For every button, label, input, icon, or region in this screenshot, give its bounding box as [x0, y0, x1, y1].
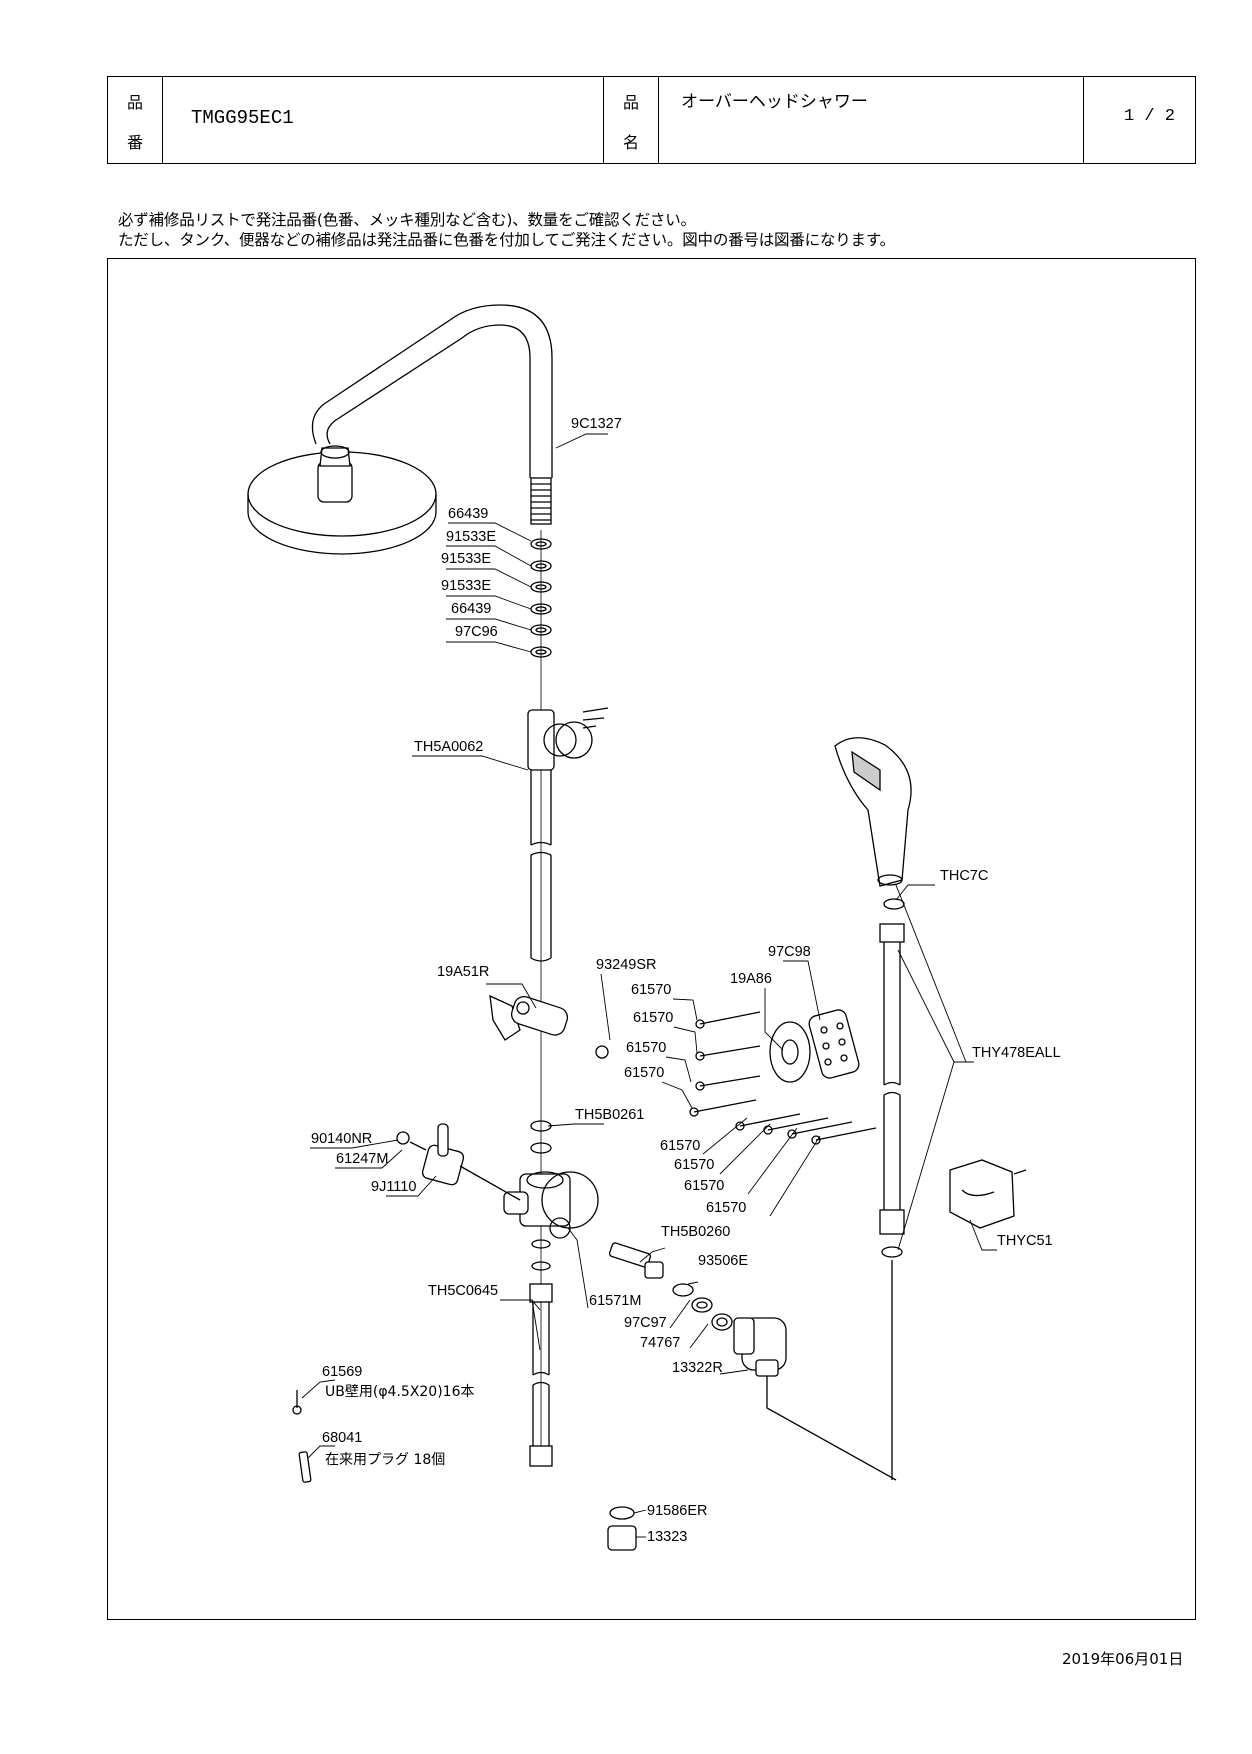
label-61570-f: 61570 [674, 1157, 714, 1173]
screw-61569 [292, 1390, 302, 1415]
label-97C96: 97C96 [455, 624, 498, 640]
label-90140NR: 90140NR [311, 1131, 372, 1147]
riser-pipe [527, 707, 609, 962]
thread [529, 448, 553, 525]
label-66439-a: 66439 [448, 506, 488, 522]
label-TH5A0062: TH5A0062 [414, 739, 483, 755]
bottom-hose [529, 1261, 553, 1467]
shower-holder [949, 1159, 1027, 1229]
label-91533E-c: 91533E [441, 578, 491, 594]
label-97C97: 97C97 [624, 1315, 667, 1331]
notice-line-1: 必ず補修品リストで発注品番(色番、メッキ種別など含む)、数量をご確認ください。 [118, 211, 696, 229]
hand-shower [834, 737, 912, 910]
note-68041: 在来用プラグ 18個 [325, 1452, 445, 1468]
page-cell: 1 / 2 [1084, 77, 1195, 163]
label-61570-g: 61570 [684, 1178, 724, 1194]
label-61247M: 61247M [336, 1151, 388, 1167]
cartridge [608, 1242, 733, 1331]
note-61569: UB壁用(φ4.5X20)16本 [325, 1384, 475, 1400]
label-THC7C: THC7C [940, 868, 988, 884]
label-93506E: 93506E [698, 1253, 748, 1269]
label-61569: 61569 [322, 1364, 362, 1380]
flexible-hose [879, 923, 905, 1480]
part-name: オーバーヘッドシャワー [681, 92, 868, 112]
part-name-label-2: 名 [623, 133, 640, 152]
label-9J1110: 9J1110 [371, 1179, 416, 1195]
label-97C98: 97C98 [768, 944, 811, 960]
label-61570-e: 61570 [660, 1138, 700, 1154]
issue-date: 2019年06月01日 [1062, 1650, 1184, 1668]
diverter-handle [396, 1123, 521, 1201]
label-91533E-a: 91533E [446, 529, 496, 545]
label-91586ER: 91586ER [647, 1503, 707, 1519]
label-TH5C0645: TH5C0645 [428, 1283, 498, 1299]
label-61570-d: 61570 [624, 1065, 664, 1081]
label-91533E-b: 91533E [441, 551, 491, 567]
label-61570-a: 61570 [631, 982, 671, 998]
page-number: 1 / 2 [1124, 107, 1176, 126]
label-9C1327: 9C1327 [571, 416, 622, 432]
part-no-cell: TMGG95EC1 [163, 77, 604, 163]
label-61571M: 61571M [589, 1293, 641, 1309]
overhead-arm [311, 304, 553, 525]
label-THYC51: THYC51 [997, 1233, 1053, 1249]
part-no-label-1: 品 [127, 93, 144, 112]
label-19A86: 19A86 [730, 971, 772, 987]
label-13323: 13323 [647, 1529, 687, 1545]
label-TH5B0261: TH5B0261 [575, 1107, 644, 1123]
part-name-label-1: 品 [623, 93, 640, 112]
label-66439-b: 66439 [451, 601, 491, 617]
title-block: 品 番 TMGG95EC1 品 名 オーバーヘッドシャワー 1 / 2 [107, 76, 1196, 164]
slide-bracket [489, 994, 609, 1059]
label-19A51R: 19A51R [437, 964, 489, 980]
label-74767: 74767 [640, 1335, 680, 1351]
leader-lines [301, 433, 997, 1538]
shower-head [247, 445, 437, 555]
plug-68041 [298, 1451, 312, 1483]
part-name-cell: オーバーヘッドシャワー [659, 77, 1084, 163]
part-no-label-cell: 品 番 [108, 77, 163, 163]
wall-flange [769, 1009, 860, 1083]
part-labels: 9C1327 66439 91533E 91533E 91533E 66439 … [311, 416, 1061, 1545]
elbow-connector [733, 1317, 897, 1481]
part-no-label-2: 番 [127, 133, 144, 152]
fitting-13323 [607, 1506, 637, 1551]
label-68041: 68041 [322, 1430, 362, 1446]
label-93249SR: 93249SR [596, 957, 656, 973]
label-61570-b: 61570 [633, 1010, 673, 1026]
screws-upper [689, 1011, 761, 1117]
diagram-frame [107, 258, 1196, 1620]
diverter-body [503, 1120, 599, 1249]
notice-line-2: ただし、タンク、便器などの補修品は発注品番に色番を付加してご発注ください。図中の… [118, 231, 895, 249]
label-TH5B0260: TH5B0260 [661, 1224, 730, 1240]
part-number: TMGG95EC1 [191, 107, 294, 129]
label-61570-c: 61570 [626, 1040, 666, 1056]
label-13322R: 13322R [672, 1360, 723, 1376]
screws-lower [735, 1113, 877, 1145]
label-61570-h: 61570 [706, 1200, 746, 1216]
label-THY478EALL: THY478EALL [972, 1045, 1061, 1061]
part-name-label-cell: 品 名 [604, 77, 659, 163]
